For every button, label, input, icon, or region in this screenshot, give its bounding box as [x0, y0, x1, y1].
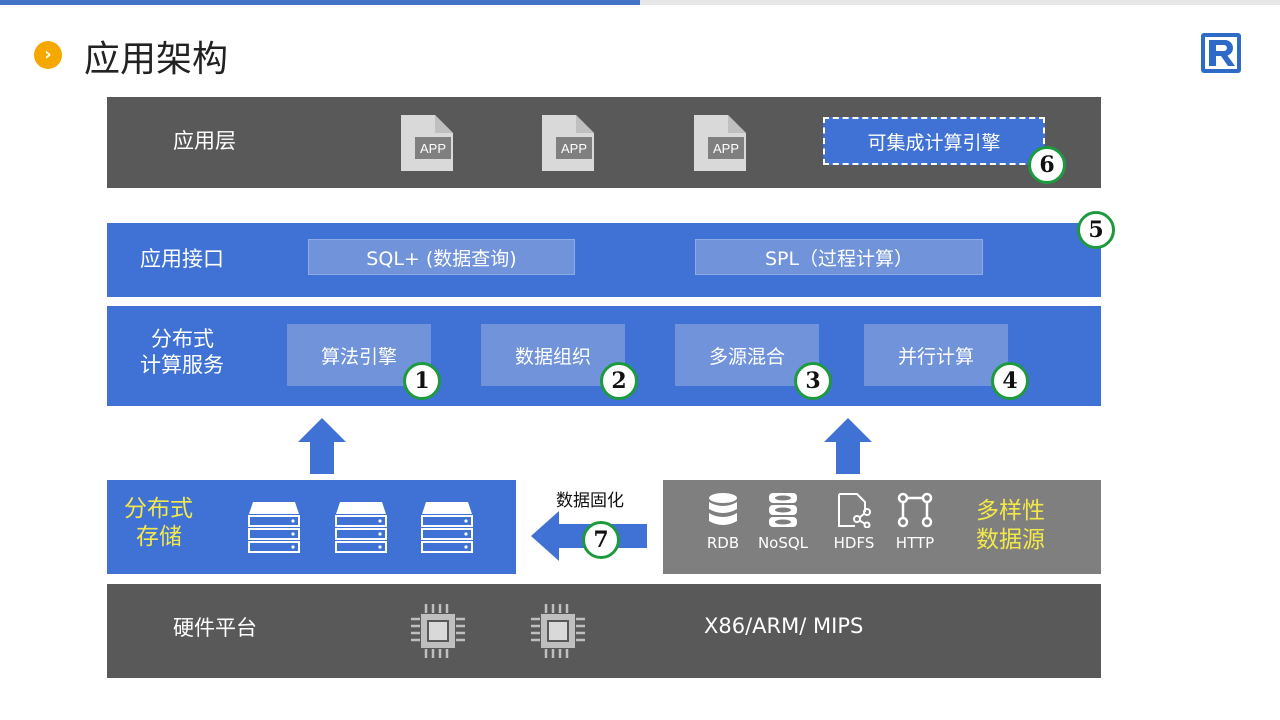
page-title: 应用架构 [84, 39, 229, 80]
database-icon [709, 493, 737, 525]
marker-7: 7 [582, 521, 620, 559]
source-http-label: HTTP [895, 534, 935, 552]
storage-label-2: 存储 [136, 524, 182, 550]
spl-process-box: SPL（过程计算） [695, 239, 983, 275]
http-connection-icon [897, 492, 933, 528]
marker-6: 6 [1028, 146, 1066, 184]
storage-label-1: 分布式 [124, 496, 193, 522]
data-sources-label-2: 数据源 [976, 527, 1045, 553]
cpu-chip-icon [411, 604, 465, 658]
app-icon-label: APP [713, 141, 739, 156]
integrable-engine-box: 可集成计算引擎 [823, 117, 1045, 165]
top-accent-bar-grey [640, 0, 1280, 5]
source-hdfs: HDFS [822, 492, 886, 552]
source-rdb-label: RDB [706, 534, 740, 552]
hardware-platforms-text: X86/ARM/ MIPS [704, 614, 864, 638]
brand-logo-icon [1201, 33, 1241, 73]
server-icon [248, 502, 300, 553]
arrow-up-icon [298, 418, 346, 474]
source-nosql: NoSQL [751, 492, 815, 552]
app-file-icon: APP [542, 115, 594, 171]
app-file-icon: APP [694, 115, 746, 171]
data-sources-label-1: 多样性 [976, 498, 1045, 524]
nosql-db-icon [769, 493, 797, 527]
marker-1: 1 [403, 362, 441, 400]
sql-query-box: SQL+ (数据查询) [308, 239, 575, 275]
hardware-layer-band [107, 584, 1101, 678]
server-icon [421, 502, 473, 553]
app-icon-label: APP [420, 141, 446, 156]
app-file-icon: APP [401, 115, 453, 171]
marker-5: 5 [1077, 211, 1115, 249]
source-hdfs-label: HDFS [833, 534, 875, 552]
interface-layer-label: 应用接口 [140, 247, 224, 271]
source-nosql-label: NoSQL [757, 534, 809, 552]
marker-3: 3 [794, 362, 832, 400]
app-layer-label: 应用层 [173, 129, 236, 153]
service-layer-label-2: 计算服务 [140, 353, 224, 377]
parallel-compute-box: 并行计算 [864, 324, 1008, 386]
marker-2: 2 [600, 362, 638, 400]
chevron-right-icon: › [34, 41, 62, 69]
hdfs-file-share-icon [838, 493, 871, 528]
data-fix-label: 数据固化 [556, 491, 624, 511]
service-layer-label-1: 分布式 [151, 327, 214, 351]
source-rdb: RDB [691, 492, 755, 552]
server-icon [335, 502, 387, 553]
top-accent-bar [0, 0, 640, 5]
source-http: HTTP [883, 492, 947, 552]
cpu-chip-icon [531, 604, 585, 658]
arrow-up-icon [824, 418, 872, 474]
data-sources-band [663, 480, 1101, 574]
marker-4: 4 [991, 362, 1029, 400]
app-icon-label: APP [561, 141, 587, 156]
hardware-layer-label: 硬件平台 [173, 616, 257, 640]
